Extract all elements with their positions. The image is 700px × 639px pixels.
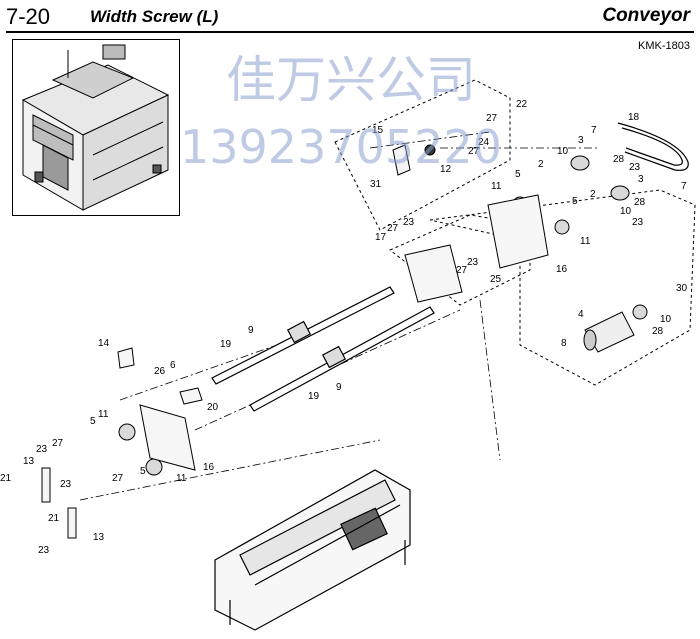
callout-2-lower: 2 xyxy=(590,189,596,200)
bracket-13-upper xyxy=(41,467,51,503)
callout-4: 4 xyxy=(578,309,584,320)
callout-5-left-lower: 5 xyxy=(140,466,146,477)
motor-bracket xyxy=(392,144,411,176)
callout-11-left: 11 xyxy=(98,409,109,420)
callout-23-right: 23 xyxy=(632,217,644,228)
side-plate-left xyxy=(139,404,196,471)
callout-14: 14 xyxy=(98,338,110,349)
callout-22: 22 xyxy=(516,99,528,110)
callout-23-left: 23 xyxy=(36,444,48,455)
callout-5-right: 5 xyxy=(572,196,578,207)
callout-9-lower: 9 xyxy=(336,382,342,393)
callout-6: 6 xyxy=(170,360,176,371)
callout-5-left: 5 xyxy=(90,416,96,427)
side-plate-right xyxy=(487,194,549,269)
callout-10-motor: 10 xyxy=(660,314,672,325)
callout-3-upper: 3 xyxy=(578,135,584,146)
pulley-upper xyxy=(570,155,590,171)
callout-11-right: 11 xyxy=(580,236,591,247)
callout-21-lower: 21 xyxy=(48,513,60,524)
callout-28-motor: 28 xyxy=(652,326,664,337)
callout-28-lower: 28 xyxy=(634,197,646,208)
callout-12: 12 xyxy=(440,164,452,175)
callout-13-lower: 13 xyxy=(93,532,105,543)
machine-illustration xyxy=(21,44,170,211)
callout-16-left: 16 xyxy=(203,462,215,473)
bearing-right xyxy=(554,219,570,235)
callout-27-left-mid: 27 xyxy=(112,473,124,484)
callout-11-upper: 11 xyxy=(491,181,502,192)
clip-14 xyxy=(117,347,135,369)
callout-5-upper: 5 xyxy=(515,169,521,180)
watermark-phone: 13923705220 xyxy=(180,120,502,174)
callout-31: 31 xyxy=(370,179,382,190)
callout-25: 25 xyxy=(490,274,502,285)
block-20 xyxy=(179,387,203,405)
callout-27-plate-lower: 27 xyxy=(456,265,468,276)
bracket-13-lower xyxy=(67,507,77,539)
part-code: KMK-1803 xyxy=(638,40,690,52)
callout-21-upper: 21 xyxy=(0,473,12,484)
callout-27-top: 27 xyxy=(486,113,498,124)
callout-16-right: 16 xyxy=(556,264,568,275)
callout-17: 17 xyxy=(375,232,387,243)
callout-23-bottom: 23 xyxy=(38,545,50,556)
callout-23-left-mid: 23 xyxy=(60,479,72,490)
page-title: Width Screw (L) xyxy=(90,7,219,26)
callout-2-upper: 2 xyxy=(538,159,544,170)
callout-9-upper: 9 xyxy=(248,325,254,336)
callout-20: 20 xyxy=(207,402,219,413)
motor-pulley xyxy=(424,144,436,156)
side-plate-17 xyxy=(404,244,463,303)
callout-19-upper: 19 xyxy=(220,339,232,350)
callout-7-lower: 7 xyxy=(681,181,687,192)
callout-27-plate: 27 xyxy=(387,223,399,234)
bearing-left-upper xyxy=(118,423,136,441)
callout-13-upper: 13 xyxy=(23,456,35,467)
group-box-31 xyxy=(334,79,511,231)
screw-nut-lower xyxy=(321,345,347,369)
header-rule xyxy=(6,31,694,33)
callout-8: 8 xyxy=(561,338,567,349)
motor-pulley-30 xyxy=(632,304,648,320)
conveyor-frame xyxy=(214,469,411,631)
callout-18: 18 xyxy=(628,112,640,123)
callout-7-upper: 7 xyxy=(591,125,597,136)
section-number: 7-20 xyxy=(6,4,51,29)
callout-30: 30 xyxy=(676,283,688,294)
callout-24: 24 xyxy=(478,137,490,148)
callout-28-upper: 28 xyxy=(613,154,625,165)
callout-23-plate-lower: 23 xyxy=(467,257,479,268)
callout-27-mid: 27 xyxy=(468,146,480,157)
callout-19-lower: 19 xyxy=(308,391,320,402)
callout-15: 15 xyxy=(372,125,384,136)
group-box-30 xyxy=(429,189,696,386)
callout-27-left: 27 xyxy=(52,438,64,449)
callout-10-lower: 10 xyxy=(620,206,632,217)
callout-26: 26 xyxy=(154,366,166,377)
belt xyxy=(617,122,689,171)
callout-3-lower: 3 xyxy=(638,174,644,185)
screw-nut-upper xyxy=(286,320,312,344)
callout-23-upper: 23 xyxy=(629,162,641,173)
callout-10-upper: 10 xyxy=(557,146,569,157)
motor xyxy=(583,311,635,353)
callout-11-left-lower: 11 xyxy=(176,473,187,484)
bearing-left-lower xyxy=(145,458,163,476)
callout-23-plate: 23 xyxy=(403,217,415,228)
machine-thumbnail xyxy=(12,39,180,216)
pulley-lower xyxy=(610,185,630,201)
watermark-company: 佳万兴公司 xyxy=(226,51,476,109)
section-name: Conveyor xyxy=(602,5,690,26)
